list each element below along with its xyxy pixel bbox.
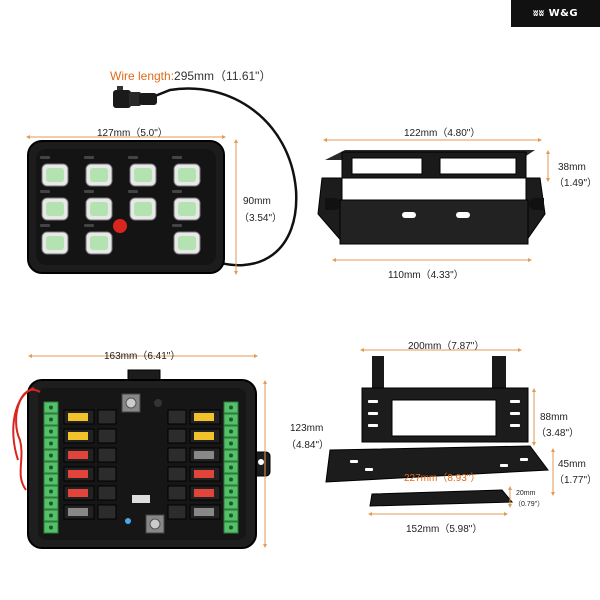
fuse	[194, 470, 214, 478]
large-bracket-thick-label-in: （0.79"）	[514, 501, 545, 508]
small-bracket-bottom-label: 110mm（4.33"）	[388, 270, 464, 281]
small-bracket-side-label-in: （1.49"）	[554, 178, 598, 189]
large-bracket-height-label: 88mm	[540, 412, 568, 423]
wire-length-value: 295mm（11.61"）	[174, 69, 272, 83]
small-bracket-side-label: 38mm	[558, 162, 586, 173]
brand-mark: ʬʬ	[532, 8, 545, 19]
panel-height-label-in: （3.54"）	[239, 213, 283, 224]
fuse-box-height-label: 123mm	[290, 423, 324, 434]
large-bracket-height-label-in: （3.48"）	[536, 428, 580, 439]
wire-connector	[113, 86, 157, 108]
panel-height-label: 90mm	[243, 196, 271, 207]
fuse	[194, 489, 214, 497]
fuse	[194, 413, 214, 421]
small-bracket	[317, 138, 550, 262]
brand-logo: ʬʬ W&G	[511, 0, 600, 27]
large-bracket-mid-label: 227mm（8.93"）	[404, 473, 481, 484]
fuse	[68, 470, 88, 478]
fuse-box	[12, 354, 271, 549]
brand-name: W&G	[548, 8, 579, 19]
fuse-box-width-label: 163mm（6.41"）	[104, 351, 181, 362]
switch-grid	[40, 156, 201, 255]
fuse	[68, 489, 88, 497]
large-bracket-bottom-label: 152mm（5.98"）	[406, 524, 483, 535]
fuse	[194, 508, 214, 516]
large-bracket	[325, 348, 555, 516]
large-bracket-thick-label: 20mm	[516, 490, 536, 497]
fuse	[68, 451, 88, 459]
fuse	[194, 451, 214, 459]
fuse	[68, 508, 88, 516]
large-bracket-side-label-in: （1.77"）	[554, 475, 598, 486]
switch-panel	[26, 86, 298, 275]
wire-length-key: Wire length:	[110, 69, 175, 83]
panel-width-label: 127mm（5.0"）	[97, 128, 168, 139]
power-indicator-icon	[113, 219, 127, 233]
fuse	[68, 413, 88, 421]
large-bracket-side-label: 45mm	[558, 459, 586, 470]
small-bracket-top-label: 122mm（4.80"）	[404, 128, 481, 139]
fuse-box-height-label-in: （4.84"）	[286, 440, 330, 451]
fuse	[194, 432, 214, 440]
wire-length-label: Wire length:295mm（11.61"）	[110, 67, 271, 84]
panel-wire	[154, 87, 298, 267]
fuse	[68, 432, 88, 440]
large-bracket-top-label: 200mm（7.87"）	[408, 341, 485, 352]
